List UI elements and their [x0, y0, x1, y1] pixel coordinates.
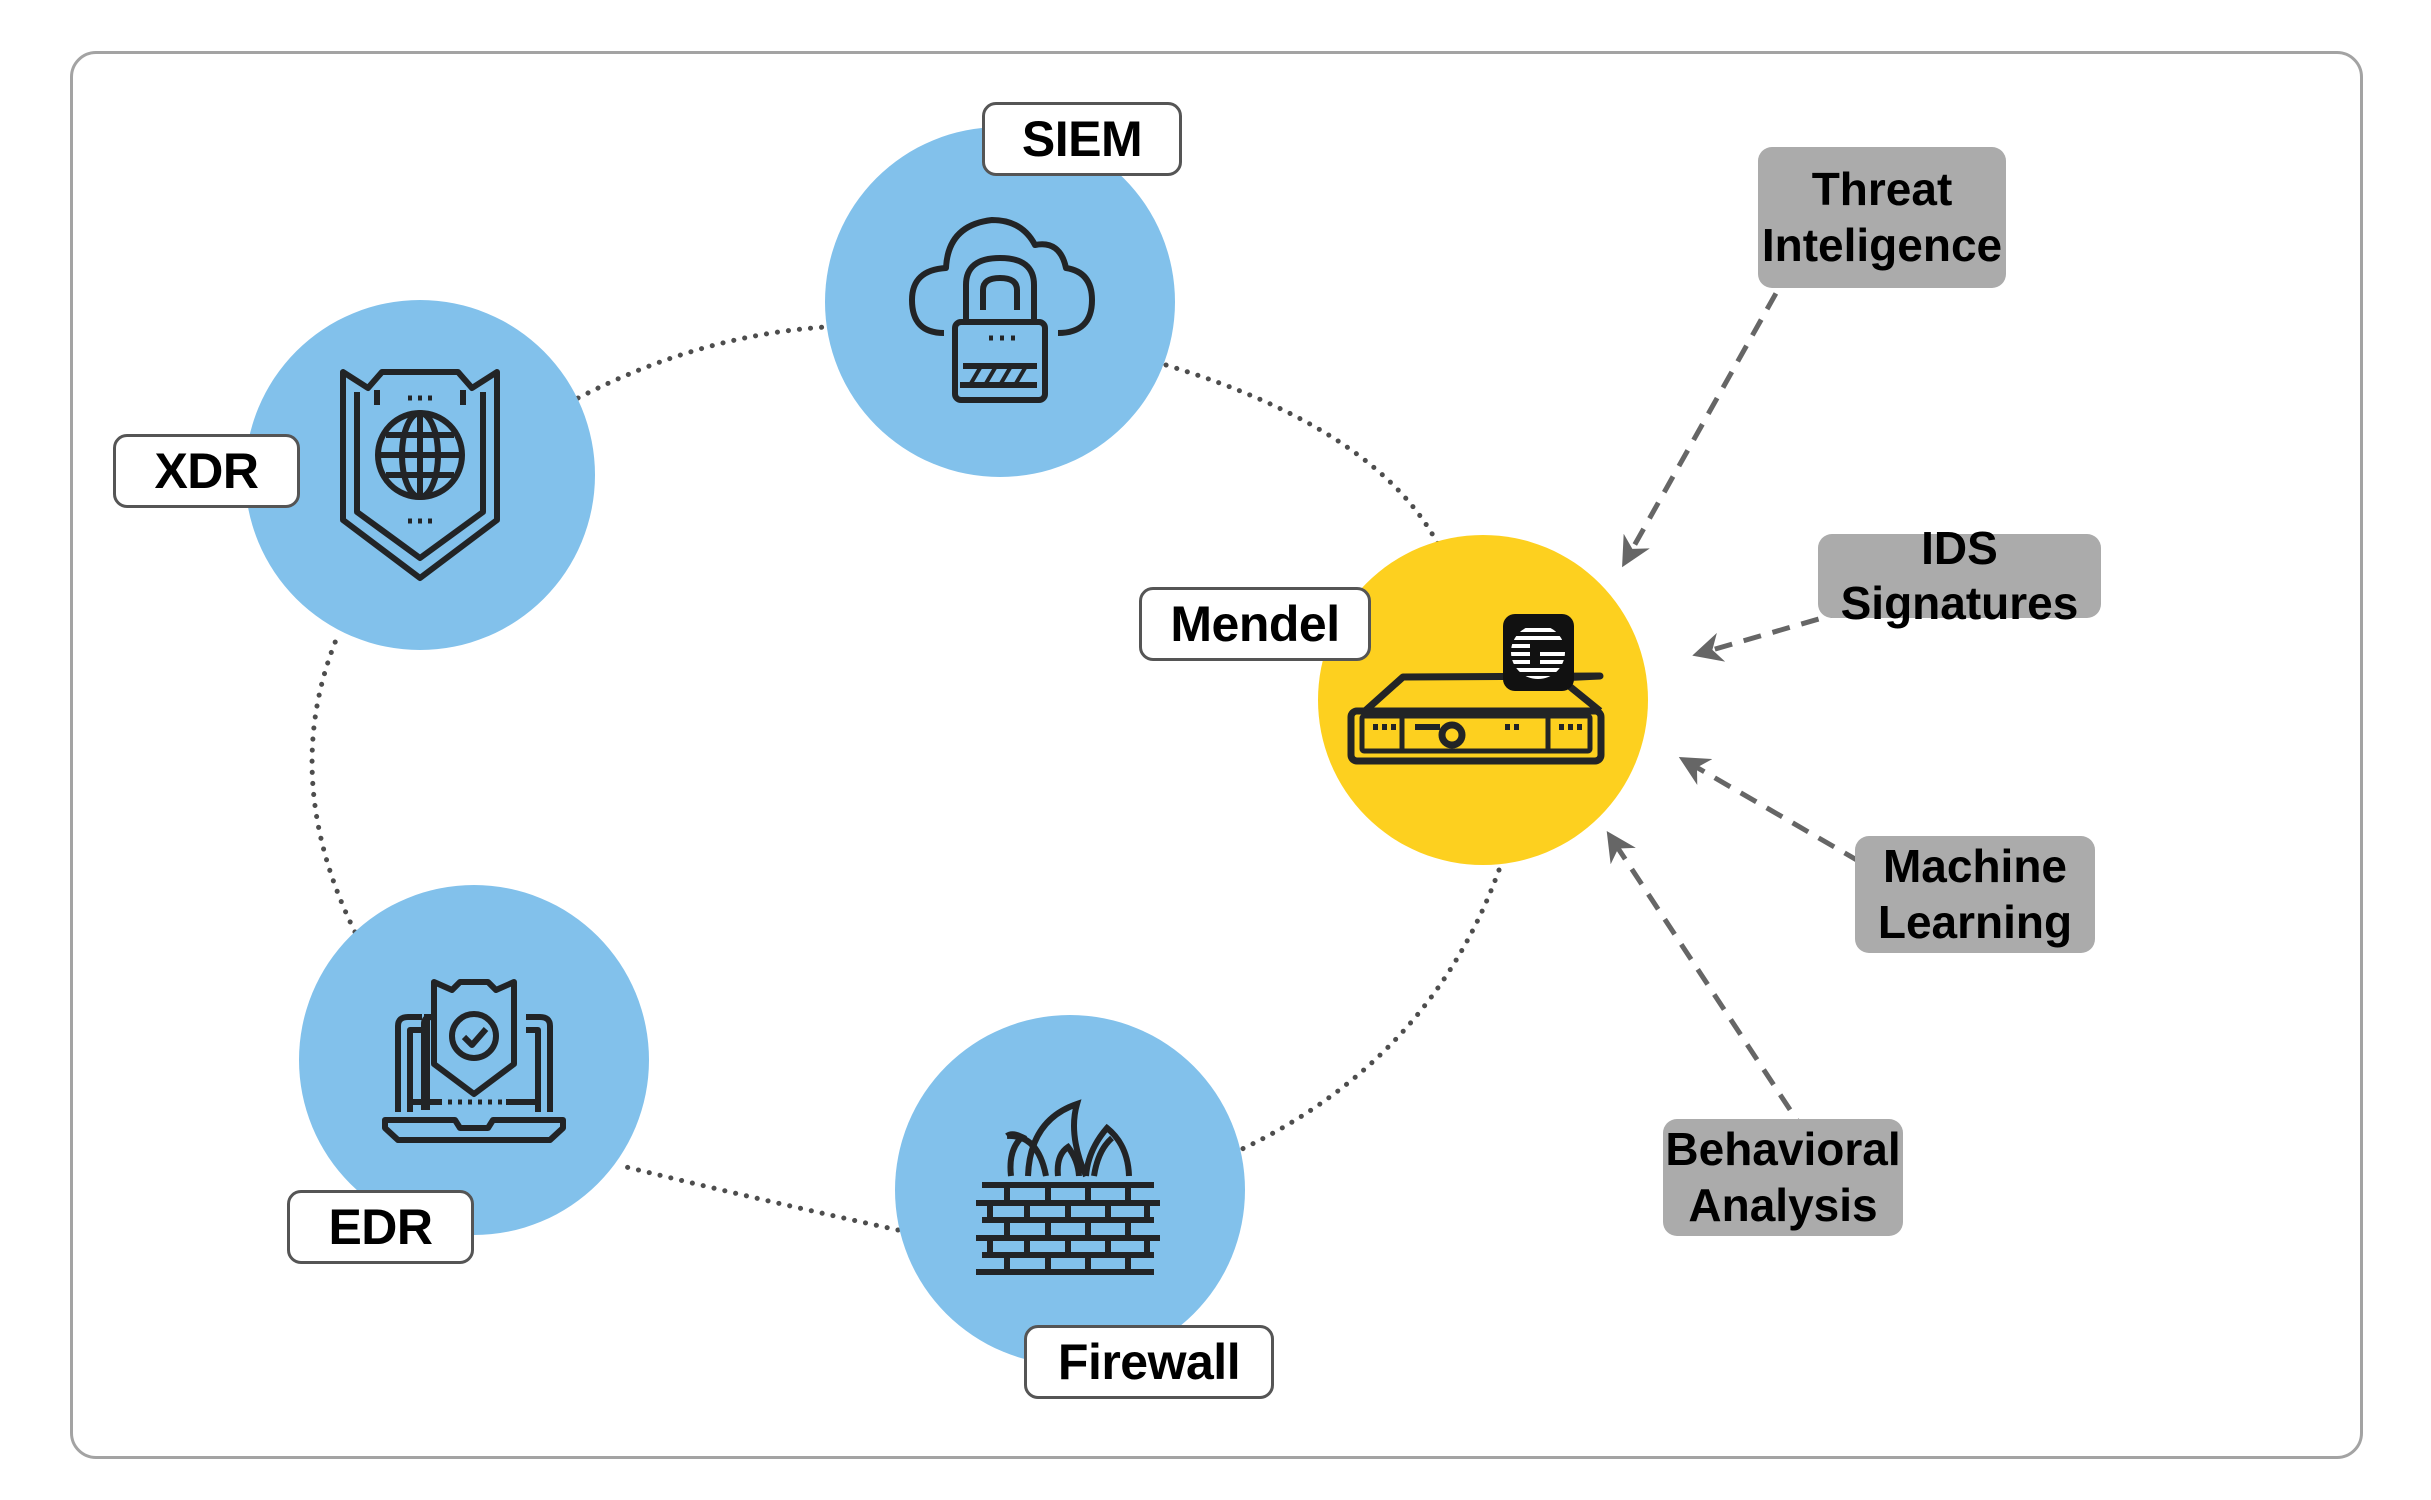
ring-connector-firewall-edr [615, 1162, 901, 1233]
firewall-node[interactable] [895, 1015, 1245, 1365]
source-threat-intelligence: Threat Inteligence [1758, 147, 2006, 288]
source-line: Machine [1882, 840, 2068, 893]
siem-node[interactable] [825, 127, 1175, 477]
edr-label: EDR [287, 1190, 474, 1264]
diagram-frame [70, 51, 2363, 1459]
source-line: IDS Signatures [1840, 521, 2079, 629]
xdr-label: XDR [113, 434, 300, 508]
source-line: Analysis [1688, 1178, 1878, 1231]
source-behavioral-analysis: Behavioral Analysis [1663, 1119, 1903, 1236]
mendel-logo-badge: G [1503, 614, 1574, 691]
firewall-label: Firewall [1024, 1325, 1274, 1399]
source-line: Behavioral [1665, 1123, 1901, 1176]
cloud-lock-icon [909, 217, 1095, 403]
source-line: Threat [1811, 163, 1953, 216]
mendel-node[interactable] [1318, 535, 1648, 865]
laptop-shield-icon [382, 979, 566, 1143]
mendel-label: Mendel [1139, 587, 1371, 661]
source-line: Learning [1877, 895, 2073, 948]
shield-globe-icon [340, 369, 500, 581]
siem-label: SIEM [982, 102, 1182, 176]
feed-arrow-machine-learning [1678, 756, 1966, 925]
source-machine-learning: Machine Learning [1855, 836, 2095, 953]
source-line: Inteligence [1761, 218, 2003, 271]
ring-connector-edr-xdr [309, 637, 358, 935]
ring-connector-xdr-siem [575, 324, 829, 401]
ring-connector-mendel-firewall [1237, 867, 1502, 1153]
firewall-icon [976, 1099, 1160, 1275]
source-ids-signatures: IDS Signatures [1818, 522, 2101, 629]
ring-connector-siem-mendel [1163, 362, 1443, 551]
